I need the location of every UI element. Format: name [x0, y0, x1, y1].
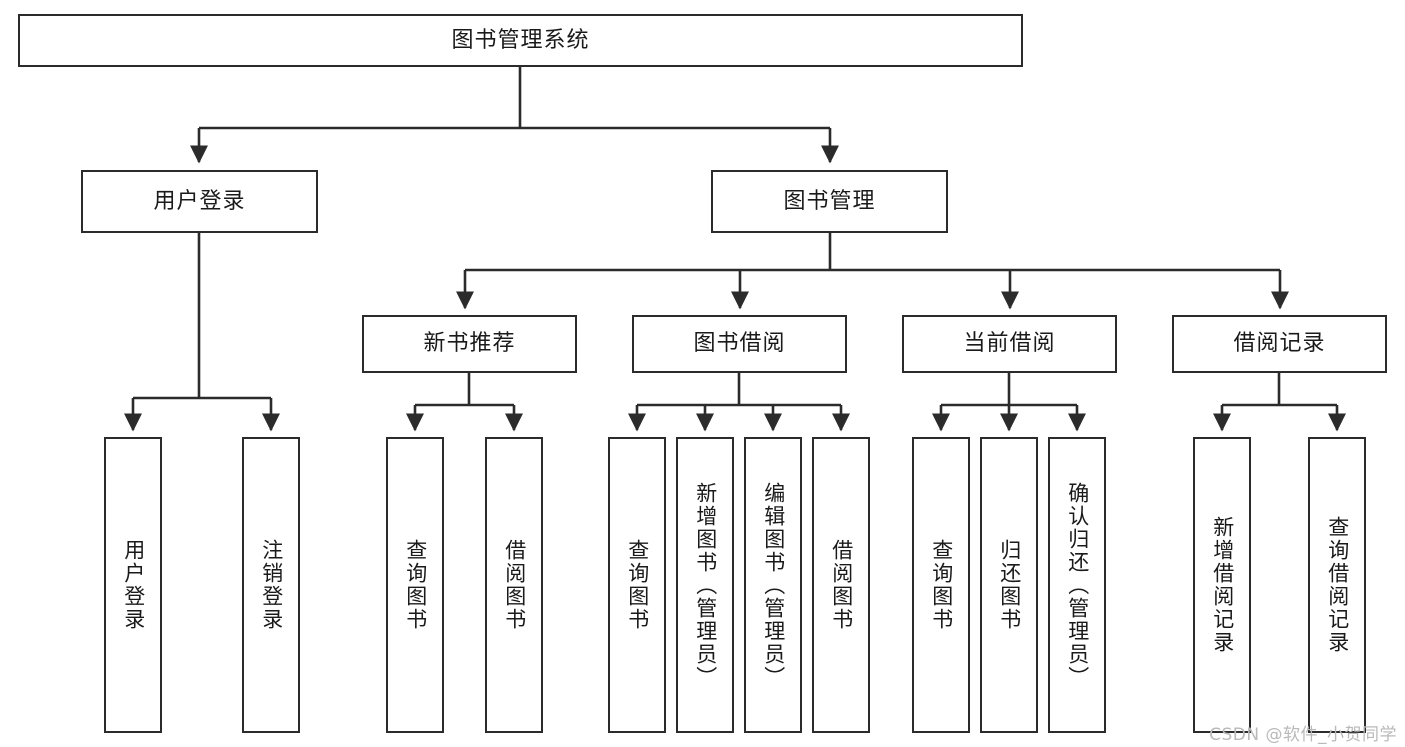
node-label: 图书管理系统 — [451, 27, 590, 53]
node-root-book-management-system[interactable]: 图书管理系统 — [18, 14, 1023, 67]
node-label: 借阅记录 — [1233, 331, 1326, 357]
node-label: 查询图书 — [929, 539, 954, 631]
node-label: 图书管理 — [783, 188, 876, 214]
node-label: 查询图书 — [625, 539, 650, 631]
node-label: 归还图书 — [997, 539, 1022, 631]
leaf-user-login-logout[interactable]: 注销登录 — [242, 437, 300, 733]
leaf-borrow-record-add-record[interactable]: 新增借阅记录 — [1193, 437, 1251, 733]
node-label: 注销登录 — [259, 539, 284, 631]
node-user-login[interactable]: 用户登录 — [81, 170, 318, 233]
leaf-book-borrow-borrow-book[interactable]: 借阅图书 — [812, 437, 870, 733]
leaf-book-borrow-query-book[interactable]: 查询图书 — [608, 437, 666, 733]
node-label: 编辑图书（管理员） — [761, 481, 786, 689]
node-label: 查询图书 — [403, 539, 428, 631]
node-book-borrow[interactable]: 图书借阅 — [632, 315, 847, 373]
node-label: 新书推荐 — [423, 331, 516, 357]
leaf-current-borrow-return-book[interactable]: 归还图书 — [980, 437, 1038, 733]
leaf-user-login-login[interactable]: 用户登录 — [104, 437, 162, 733]
node-label: 用户登录 — [153, 188, 246, 214]
leaf-borrow-record-query-record[interactable]: 查询借阅记录 — [1308, 437, 1366, 733]
node-label: 新增图书（管理员） — [693, 481, 718, 689]
node-new-book-recommend[interactable]: 新书推荐 — [362, 315, 577, 373]
node-label: 查询借阅记录 — [1325, 516, 1350, 654]
node-label: 用户登录 — [121, 539, 146, 631]
leaf-current-borrow-query-book[interactable]: 查询图书 — [912, 437, 970, 733]
node-label: 借阅图书 — [829, 539, 854, 631]
leaf-new-book-query-book[interactable]: 查询图书 — [386, 437, 444, 733]
leaf-book-borrow-add-book-admin[interactable]: 新增图书（管理员） — [676, 437, 734, 733]
node-label: 新增借阅记录 — [1210, 516, 1235, 654]
node-label: 确认归还（管理员） — [1065, 481, 1090, 689]
node-book-management[interactable]: 图书管理 — [711, 170, 948, 233]
watermark: CSDN @软件_小贺同学 — [1209, 725, 1397, 745]
node-borrow-record[interactable]: 借阅记录 — [1172, 315, 1387, 373]
node-label: 当前借阅 — [963, 331, 1056, 357]
node-label: 图书借阅 — [693, 331, 786, 357]
node-label: 借阅图书 — [502, 539, 527, 631]
node-current-borrow[interactable]: 当前借阅 — [902, 315, 1117, 373]
leaf-new-book-borrow-book[interactable]: 借阅图书 — [485, 437, 543, 733]
leaf-current-borrow-confirm-return-admin[interactable]: 确认归还（管理员） — [1048, 437, 1106, 733]
leaf-book-borrow-edit-book-admin[interactable]: 编辑图书（管理员） — [744, 437, 802, 733]
